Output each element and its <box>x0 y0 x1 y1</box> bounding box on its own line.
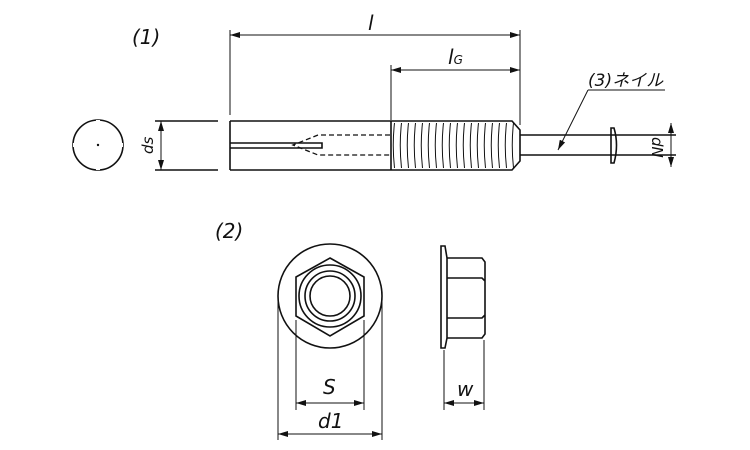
thread-line <box>469 122 472 169</box>
dim-dn: dN <box>648 123 674 167</box>
dim-l: l <box>229 11 521 125</box>
thread-line <box>392 122 395 169</box>
lg-label: lG <box>448 45 463 69</box>
dim-ds: ds <box>139 120 218 171</box>
thread-line <box>406 122 409 169</box>
thread-line <box>490 122 493 169</box>
dim-w: w <box>443 340 485 410</box>
dn-label: dN <box>648 137 666 158</box>
end-view <box>72 119 124 171</box>
thread-line <box>441 122 444 169</box>
part1-label: (1) <box>132 25 160 49</box>
l-label: l <box>368 11 374 35</box>
thread-line <box>427 122 430 169</box>
ds-label: ds <box>139 136 157 154</box>
thread-line <box>434 122 437 169</box>
dim-s: S <box>295 320 365 410</box>
thread-line <box>497 122 500 169</box>
part2-label: (2) <box>215 219 243 243</box>
dim-d1: d1 <box>277 300 383 440</box>
nut-front-view <box>277 243 383 349</box>
thread-line <box>511 122 514 169</box>
thread-line <box>504 122 507 169</box>
anchor-body <box>229 120 521 171</box>
nut-side-view <box>440 245 486 349</box>
thread-line <box>476 122 479 169</box>
thread-line <box>448 122 451 169</box>
dim-lg: lG <box>390 45 520 120</box>
thread-line <box>399 122 402 169</box>
thread-line <box>413 122 416 169</box>
thread <box>392 122 514 169</box>
thread-line <box>462 122 465 169</box>
nail <box>520 127 676 164</box>
thread-line <box>483 122 486 169</box>
d1-label: d1 <box>318 409 343 433</box>
nail-label: (3)ネイル <box>588 71 664 91</box>
thread-line <box>455 122 458 169</box>
thread-line <box>420 122 423 169</box>
nail-leader: (3)ネイル <box>557 71 665 151</box>
s-label: S <box>323 375 336 399</box>
w-label: w <box>457 377 474 401</box>
